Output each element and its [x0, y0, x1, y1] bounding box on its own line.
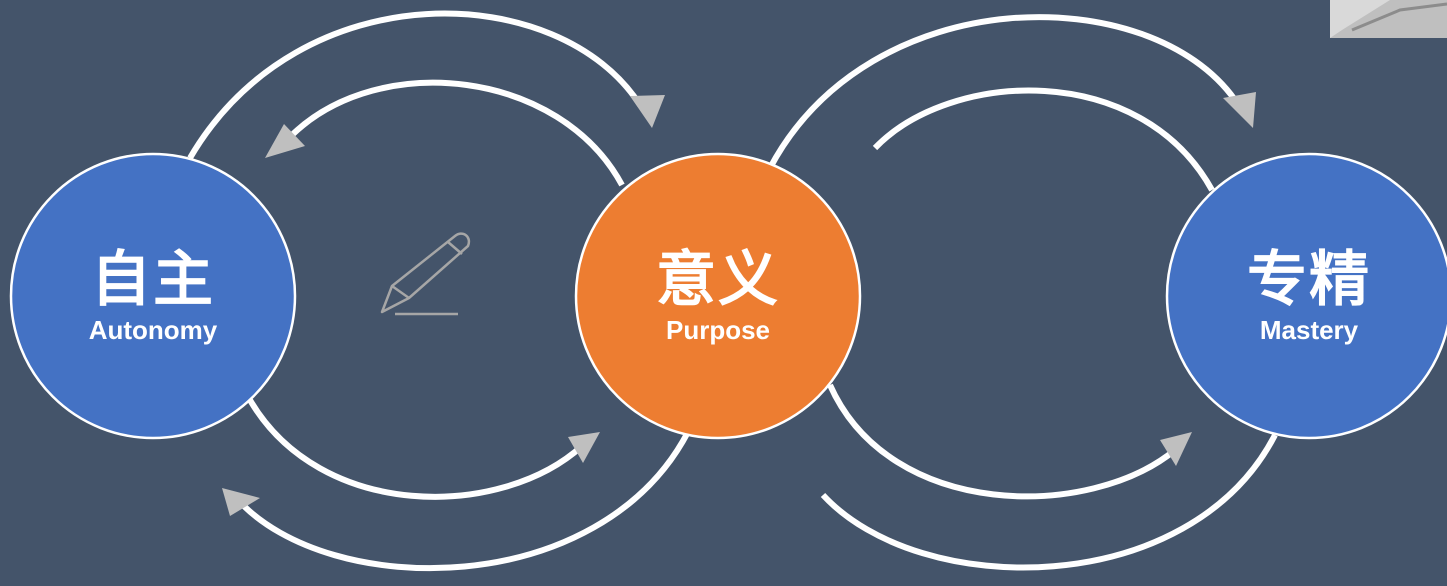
arc-purpose-to-autonomy-outer: [235, 430, 691, 572]
node-mastery-circle: [1165, 152, 1447, 440]
arc-mastery-inner-top: [872, 87, 1215, 192]
arc-autonomy-to-purpose-outer: [187, 10, 643, 160]
arrowhead-autonomy-bottom: [222, 488, 260, 516]
arrowhead-purpose-top: [630, 95, 665, 128]
arrowhead-mastery-bottom: [1160, 432, 1192, 466]
arc-purpose-to-mastery-inner: [827, 383, 1177, 500]
arc-autonomy-to-purpose-inner: [247, 398, 585, 500]
arc-mastery-outer-bottom: [820, 433, 1278, 571]
arrowhead-mastery-top: [1223, 92, 1256, 128]
arc-purpose-to-autonomy-inner: [289, 79, 625, 187]
node-autonomy-circle: [9, 152, 297, 440]
corner-image: [1330, 0, 1447, 38]
arrowhead-autonomy-top: [265, 124, 305, 158]
arrowhead-purpose-bottom: [568, 432, 600, 463]
pen-icon: [380, 232, 471, 316]
arc-purpose-to-mastery-outer: [767, 14, 1238, 170]
node-purpose-circle: [574, 152, 862, 440]
